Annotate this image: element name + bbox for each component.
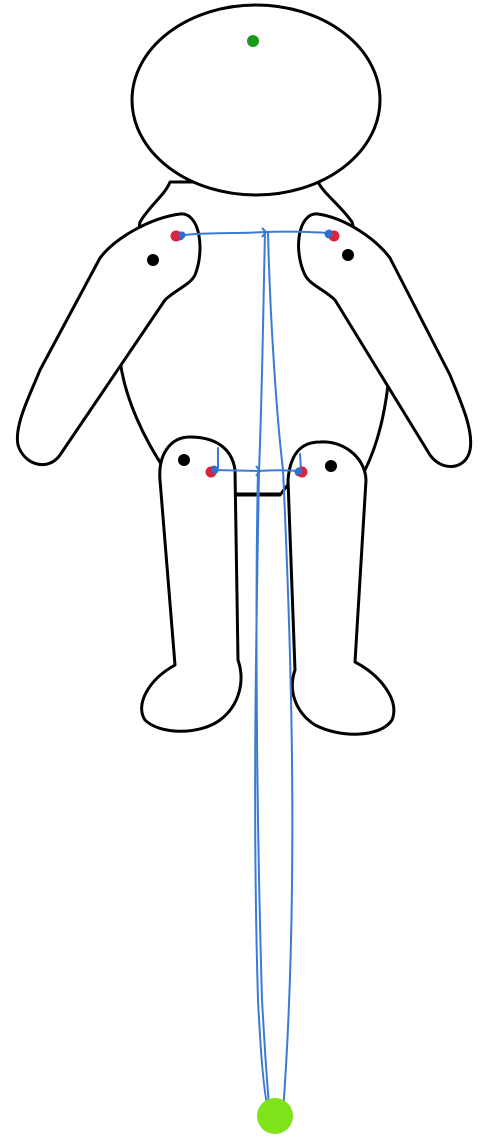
right-shoulder-pivot: [342, 249, 354, 261]
knot-overlay-4: [296, 468, 303, 475]
left-leg-shape: [142, 437, 241, 731]
head-shape: [132, 5, 380, 195]
head-marker: [247, 35, 259, 47]
right-hip-pivot: [325, 460, 337, 472]
hip-string: [213, 470, 300, 471]
knot-overlay-2: [326, 231, 333, 238]
left-shoulder-pivot: [147, 254, 159, 266]
knot-overlay-1: [179, 232, 186, 239]
control-ring-icon: [257, 1098, 293, 1134]
left-hip-pivot: [178, 454, 190, 466]
knot-overlay-3: [212, 467, 219, 474]
right-leg-shape: [288, 442, 394, 734]
